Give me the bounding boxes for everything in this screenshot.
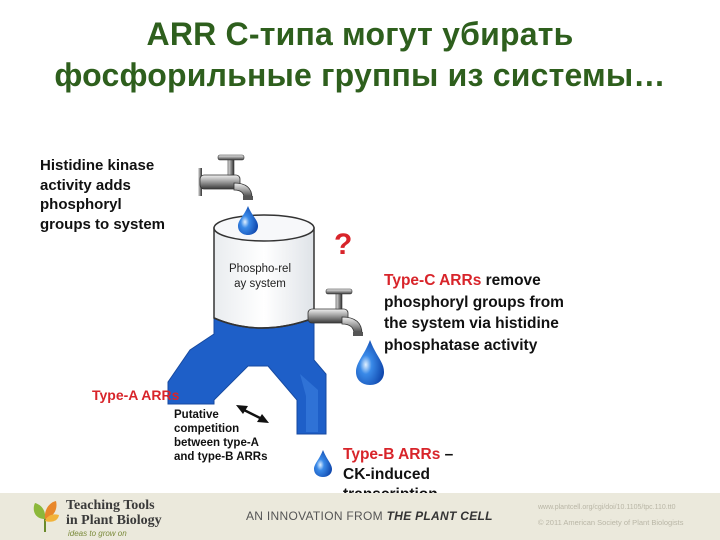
- title-line-2: фосфорильные группы из системы…: [54, 57, 666, 93]
- water-drop-icon: [314, 450, 332, 477]
- slide-title: ARR С-типа могут убирать фосфорильные гр…: [0, 14, 720, 96]
- question-mark: ?: [334, 228, 353, 261]
- faucet-icon: [307, 288, 363, 336]
- type-a-arrs-label: Type-A ARRs: [92, 387, 180, 403]
- phosphorelay-tank: [213, 214, 315, 329]
- type-b-name: Type-B ARRs: [343, 446, 441, 463]
- footer-url: www.plantcell.org/cgi/doi/10.1105/tpc.11…: [538, 504, 676, 511]
- phosphorelay-system-label: Phospho-rel ay system: [228, 263, 291, 290]
- type-c-name: Type-C ARRs: [384, 272, 482, 289]
- putative-competition-label: Putative competition between type-A and …: [174, 409, 268, 463]
- water-drop-icon: [238, 206, 258, 235]
- histidine-kinase-label: Histidine kinase activity adds phosphory…: [40, 157, 166, 233]
- water-drop-icon: [356, 340, 384, 385]
- title-line-1: ARR С-типа могут убирать: [146, 16, 574, 52]
- double-arrow-icon: [236, 405, 269, 423]
- footer-copyright: © 2011 American Society of Plant Biologi…: [538, 518, 684, 527]
- type-c-arrs-label: Type-C ARRs remove phosphoryl groups fro…: [384, 272, 564, 354]
- blue-pipe-system: [167, 317, 327, 435]
- footer-innovation: AN INNOVATION FROM THE PLANT CELL: [246, 509, 493, 523]
- footer-brand: Teaching Tools in Plant Biology: [66, 498, 162, 528]
- leaf-logo-icon: [33, 501, 59, 532]
- footer-bar: Teaching Tools in Plant Biology ideas to…: [0, 493, 720, 540]
- footer-tagline: ideas to grow on: [68, 529, 127, 538]
- faucet-icon: [198, 154, 253, 200]
